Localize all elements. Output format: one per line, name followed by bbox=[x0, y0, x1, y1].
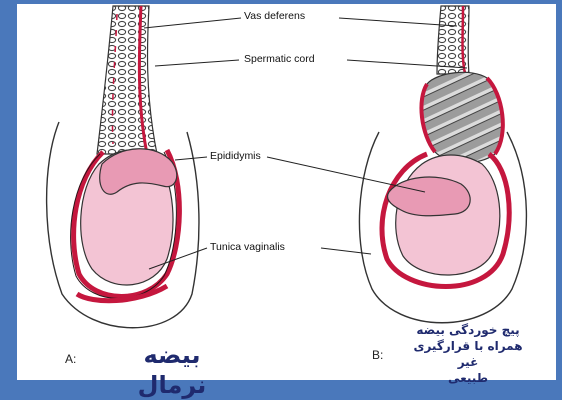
caption-b-letter: B: bbox=[372, 348, 383, 362]
caption-b-line-1: پیچ خوردگی بیضه bbox=[402, 322, 534, 338]
diagram-panel: Vas deferens Spermatic cord Epididymis T… bbox=[17, 4, 556, 380]
label-tunica-vaginalis: Tunica vaginalis bbox=[209, 241, 286, 253]
spermatic-cord-a bbox=[97, 6, 157, 154]
label-epididymis: Epididymis bbox=[209, 150, 262, 162]
caption-b-line-2: همراه با قرارگیری غیر bbox=[402, 338, 534, 370]
caption-b-text: پیچ خوردگی بیضه همراه با قرارگیری غیر طب… bbox=[402, 322, 534, 386]
label-spermatic-cord: Spermatic cord bbox=[243, 53, 316, 65]
caption-a-letter: A: bbox=[65, 352, 76, 366]
figure-a-normal bbox=[47, 6, 199, 328]
caption-a-text: بیضه نرمال bbox=[112, 340, 232, 400]
figure-b-torsion bbox=[359, 6, 526, 323]
label-vas-deferens: Vas deferens bbox=[243, 10, 306, 22]
epididymis-b bbox=[388, 177, 471, 216]
